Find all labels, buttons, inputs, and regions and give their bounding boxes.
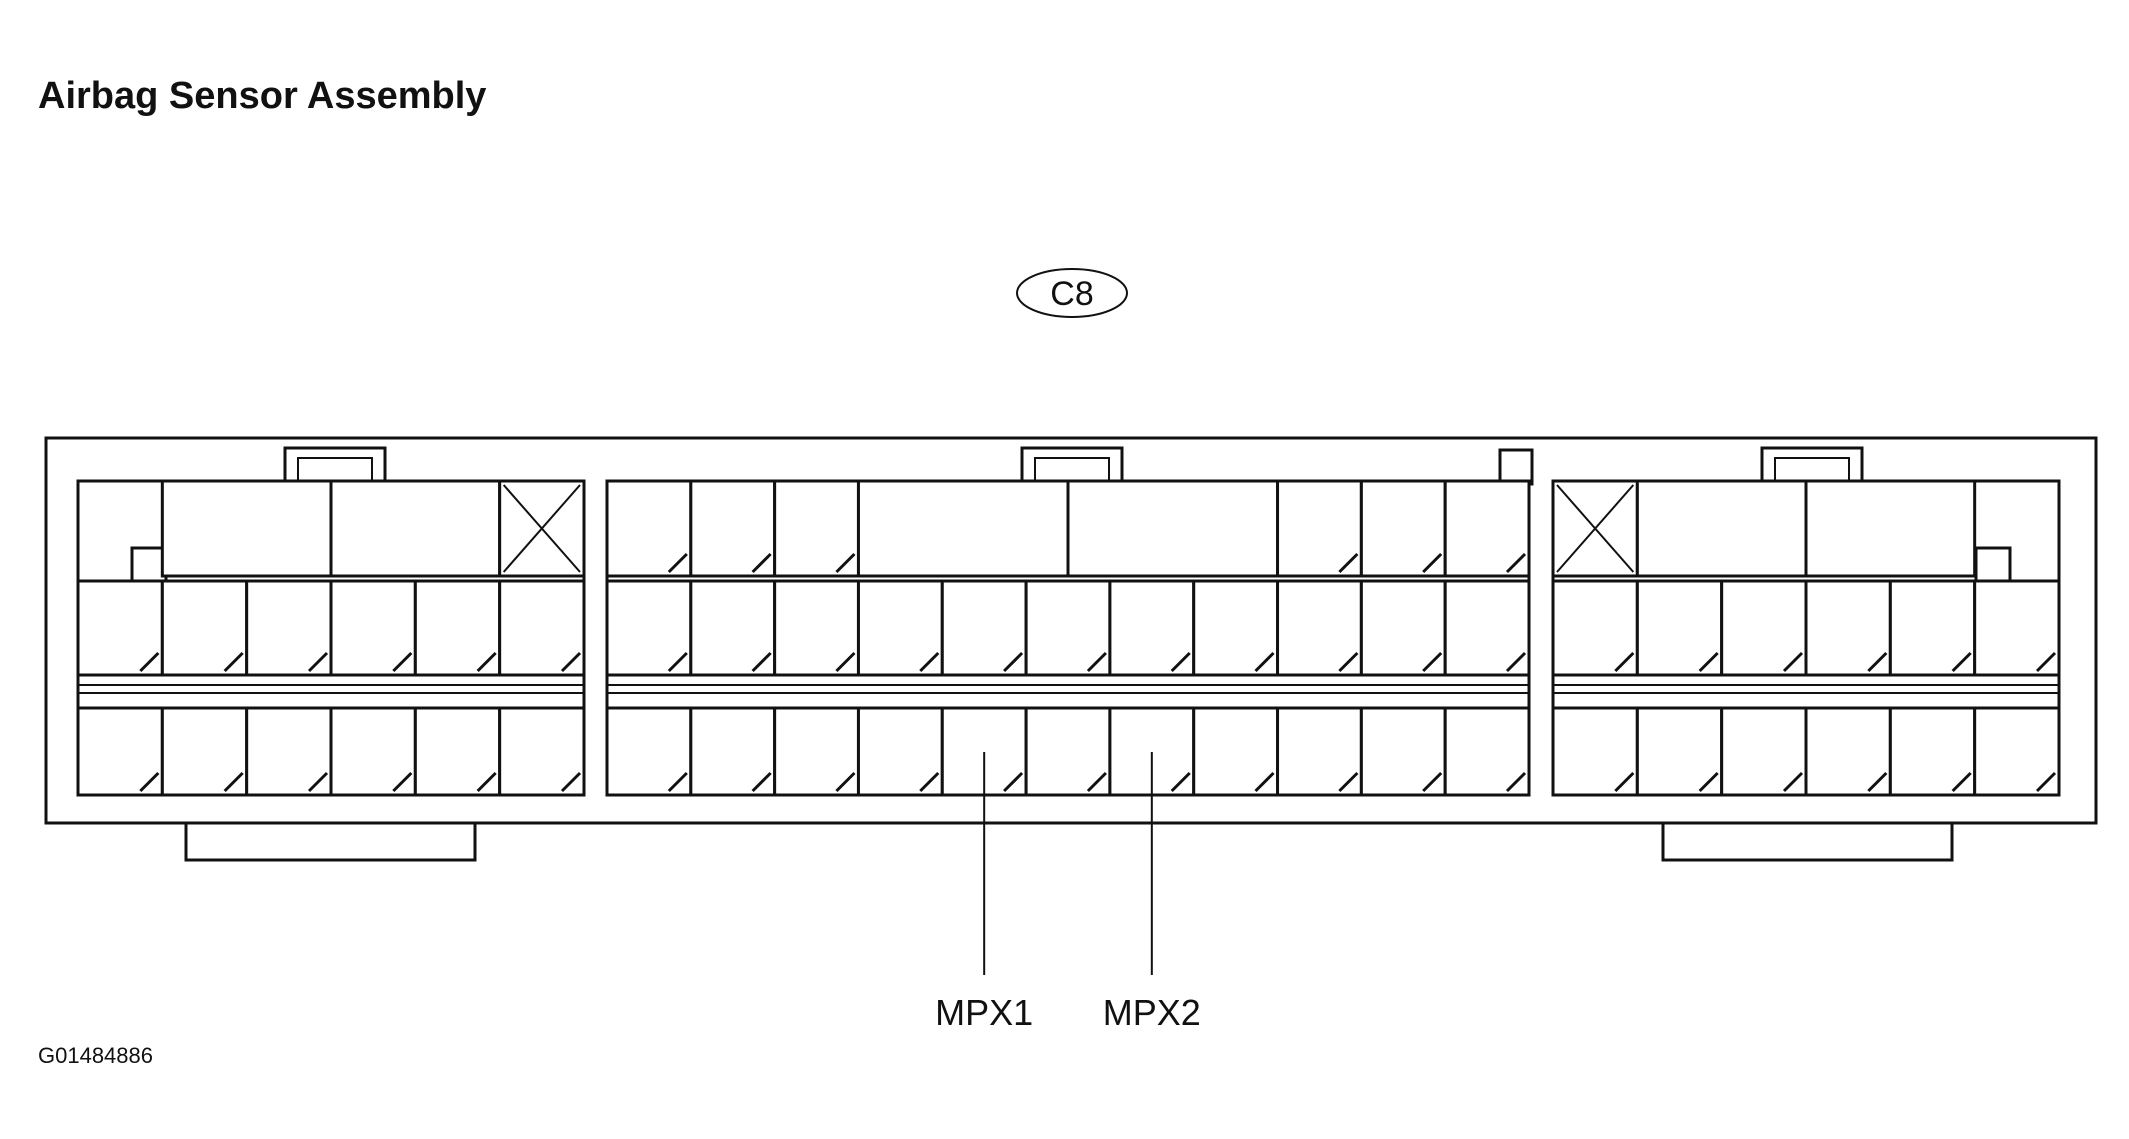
block-right xyxy=(1551,479,2061,797)
bottom-cavity xyxy=(1192,706,1280,797)
middle-cavity xyxy=(76,579,164,677)
bottom-cavity xyxy=(605,706,693,797)
middle-cavity xyxy=(773,579,860,677)
lock-rail xyxy=(1553,673,2059,710)
bottom-cavity xyxy=(498,706,586,797)
bottom-cavity xyxy=(1359,706,1447,797)
top-cavity xyxy=(605,479,693,578)
middle-cavity xyxy=(1108,579,1196,677)
block-center xyxy=(605,479,1531,797)
connector-housing xyxy=(44,436,2098,825)
top-cavity xyxy=(1359,479,1447,578)
terminal-mpx2: MPX2 xyxy=(1103,752,1201,1033)
bottom-cavity xyxy=(1720,706,1808,797)
top-latch-right xyxy=(1760,446,1864,486)
middle-cavity xyxy=(1192,579,1280,677)
blank-cavity xyxy=(1551,479,1639,578)
top-cavity xyxy=(773,479,860,578)
top-latch-center xyxy=(1020,446,1124,486)
middle-cavity xyxy=(1720,579,1808,677)
top-cavity xyxy=(1635,479,1808,578)
terminal-leaders: MPX1 MPX2 xyxy=(935,752,1201,1033)
cavity-blocks xyxy=(76,479,2061,797)
top-cavity xyxy=(160,479,333,578)
middle-cavity xyxy=(940,579,1028,677)
middle-cavity xyxy=(856,579,944,677)
middle-cavity xyxy=(1551,579,1639,677)
bottom-cavity xyxy=(1888,706,1977,797)
terminal-label: MPX2 xyxy=(1103,992,1201,1033)
middle-cavity xyxy=(413,579,502,677)
top-cavity xyxy=(1276,479,1363,578)
bottom-cavity xyxy=(689,706,777,797)
connector-id-badge: C8 xyxy=(1016,268,1128,318)
bottom-cavity xyxy=(1024,706,1112,797)
connector-id-label: C8 xyxy=(1050,275,1093,313)
middle-cavity xyxy=(1024,579,1112,677)
bottom-foot-left xyxy=(184,823,477,862)
top-cavity xyxy=(1066,479,1280,578)
middle-cavity xyxy=(1443,579,1531,677)
bottom-cavity xyxy=(413,706,502,797)
middle-cavity xyxy=(1804,579,1892,677)
small-key-tab xyxy=(1498,448,1534,486)
bottom-cavity xyxy=(329,706,417,797)
top-cavity xyxy=(1443,479,1531,578)
bottom-cavity xyxy=(1551,706,1639,797)
lock-rail xyxy=(78,673,584,710)
bottom-cavity xyxy=(76,706,164,797)
side-nub-right xyxy=(1974,546,2012,584)
bottom-cavity xyxy=(1973,706,2061,797)
blank-cavity xyxy=(498,479,586,578)
top-cavity xyxy=(329,479,502,578)
middle-cavity xyxy=(160,579,249,677)
bottom-foot-right xyxy=(1661,823,1954,862)
middle-cavity xyxy=(1359,579,1447,677)
middle-cavity xyxy=(1888,579,1977,677)
lock-rail xyxy=(607,673,1529,710)
bottom-cavity xyxy=(1804,706,1892,797)
terminal-mpx1: MPX1 xyxy=(935,752,1033,1033)
top-cavity xyxy=(1804,479,1977,578)
bottom-cavity xyxy=(1635,706,1724,797)
figure-code: G01484886 xyxy=(38,1043,153,1068)
middle-cavity xyxy=(1276,579,1363,677)
middle-cavity xyxy=(329,579,417,677)
bottom-cavity xyxy=(856,706,944,797)
bottom-cavity xyxy=(1443,706,1531,797)
terminal-label: MPX1 xyxy=(935,992,1033,1033)
bottom-cavity xyxy=(160,706,249,797)
bottom-cavity xyxy=(245,706,333,797)
bottom-cavity xyxy=(773,706,860,797)
top-cavity xyxy=(856,479,1070,578)
middle-cavity xyxy=(1635,579,1724,677)
middle-cavity xyxy=(605,579,693,677)
block-left xyxy=(76,479,586,797)
middle-cavity xyxy=(245,579,333,677)
middle-cavity xyxy=(689,579,777,677)
middle-cavity xyxy=(1973,579,2061,677)
bottom-cavity xyxy=(1276,706,1363,797)
top-cavity xyxy=(689,479,777,578)
middle-cavity xyxy=(498,579,586,677)
top-latch-left xyxy=(283,446,387,486)
diagram-title: Airbag Sensor Assembly xyxy=(38,75,486,117)
